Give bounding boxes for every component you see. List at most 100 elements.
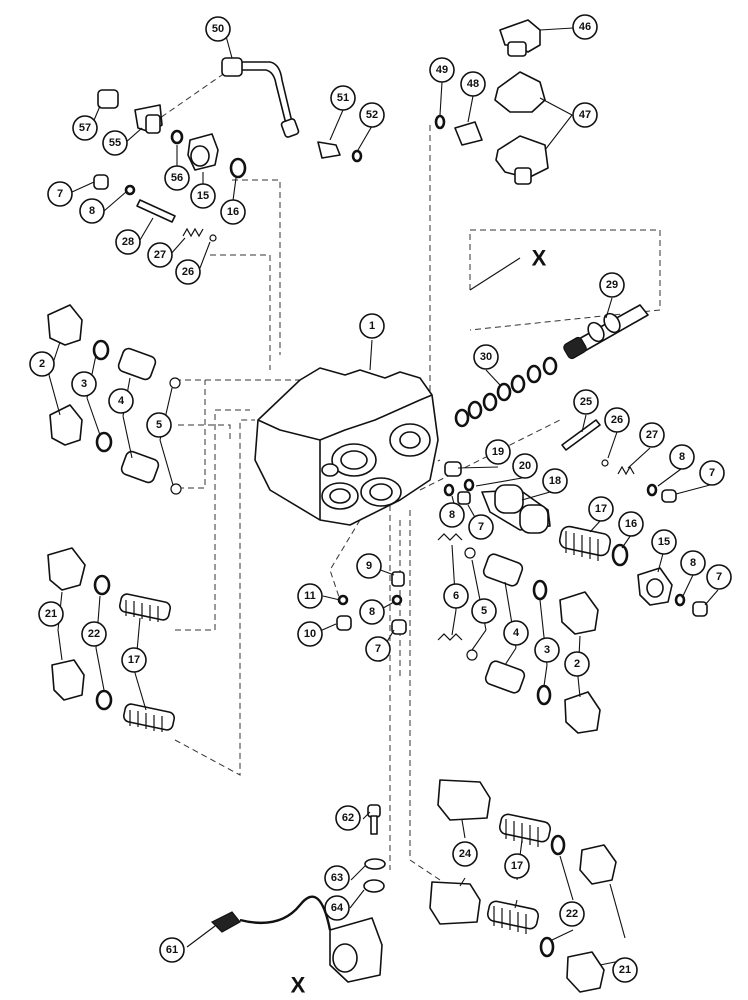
callout-circle xyxy=(599,272,625,298)
callout-circle xyxy=(164,165,190,191)
callout-21: 21 xyxy=(38,601,64,627)
oring-8-mid xyxy=(443,483,455,497)
callout-64: 64 xyxy=(324,895,350,921)
fitting-51 xyxy=(317,141,341,159)
callout-number: 55 xyxy=(109,137,121,149)
callout-47: 47 xyxy=(572,102,598,128)
callout-circle xyxy=(452,841,478,867)
callout-circle xyxy=(121,647,147,673)
callout-number: 30 xyxy=(480,351,492,363)
spring-17-left xyxy=(118,593,176,732)
callout-number: 9 xyxy=(366,560,372,572)
callout-8: 8 xyxy=(439,502,465,528)
sleeve-24 xyxy=(429,779,491,925)
callout-number: 27 xyxy=(154,249,166,261)
callout-2: 2 xyxy=(29,351,55,377)
callout-circle xyxy=(47,181,73,207)
x-marker-bottom: X xyxy=(291,973,306,998)
callout-number: 1 xyxy=(369,320,375,332)
callout-circle xyxy=(639,422,665,448)
callout-circle xyxy=(335,805,361,831)
callout-1: 1 xyxy=(359,313,385,339)
callout-number: 16 xyxy=(625,518,637,530)
oring-16-right xyxy=(611,543,629,567)
callout-circle xyxy=(699,460,725,486)
callout-56: 56 xyxy=(164,165,190,191)
callout-circle xyxy=(102,130,128,156)
callout-8: 8 xyxy=(669,444,695,470)
callout-63: 63 xyxy=(324,865,350,891)
callout-number: 63 xyxy=(331,872,343,884)
callout-circle xyxy=(471,598,497,624)
callout-number: 64 xyxy=(331,902,344,914)
oring-8-top xyxy=(124,184,136,196)
oring-8-center xyxy=(391,594,403,606)
callout-circle xyxy=(460,71,486,97)
callout-circle xyxy=(159,937,185,963)
callout-5: 5 xyxy=(146,412,172,438)
seal-rings-30 xyxy=(454,356,558,428)
callout-circle xyxy=(443,583,469,609)
callout-number: 7 xyxy=(57,188,63,200)
callout-7: 7 xyxy=(699,460,725,486)
callout-49: 49 xyxy=(429,57,455,83)
callout-24: 24 xyxy=(452,841,478,867)
callout-10: 10 xyxy=(297,621,323,647)
callout-circle xyxy=(324,895,350,921)
callout-3: 3 xyxy=(534,637,560,663)
callout-circle xyxy=(147,242,173,268)
callout-number: 5 xyxy=(481,605,487,617)
callout-circle xyxy=(542,468,568,494)
callout-2: 2 xyxy=(564,651,590,677)
callout-number: 17 xyxy=(595,503,607,515)
callout-circle xyxy=(359,599,385,625)
callout-circle xyxy=(604,407,630,433)
callout-circle xyxy=(115,229,141,255)
oring-56 xyxy=(170,129,184,145)
callout-circle xyxy=(473,344,499,370)
callout-number: 19 xyxy=(492,446,504,458)
callout-number: 26 xyxy=(182,266,194,278)
oring-22-bottom xyxy=(539,834,566,958)
callout-27: 27 xyxy=(147,242,173,268)
callout-number: 18 xyxy=(549,475,561,487)
dashed-connection-lines xyxy=(159,67,661,881)
plug-21-left xyxy=(47,547,86,701)
callout-number: 21 xyxy=(619,964,631,976)
callout-number: 29 xyxy=(606,279,618,291)
valve-4-left xyxy=(117,347,160,484)
callout-17: 17 xyxy=(588,496,614,522)
callout-57: 57 xyxy=(72,115,98,141)
callout-circle xyxy=(190,183,216,209)
callout-number: 11 xyxy=(304,590,316,602)
callout-16: 16 xyxy=(618,511,644,537)
callout-52: 52 xyxy=(359,102,385,128)
callout-circle xyxy=(573,389,599,415)
oring-20 xyxy=(463,478,475,492)
callout-circle xyxy=(485,439,511,465)
fitting-55 xyxy=(134,104,163,134)
oring-11 xyxy=(337,594,349,606)
callout-circle xyxy=(618,511,644,537)
callout-4: 4 xyxy=(503,620,529,646)
callout-number: 2 xyxy=(574,658,580,670)
oring-22-left xyxy=(93,574,113,711)
callout-number: 10 xyxy=(304,628,316,640)
callout-55: 55 xyxy=(102,130,128,156)
callout-16: 16 xyxy=(220,199,246,225)
callout-circle xyxy=(175,259,201,285)
callout-number: 7 xyxy=(478,521,484,533)
callout-circle xyxy=(706,564,732,590)
elbow-46 xyxy=(499,19,541,57)
oring-16-top xyxy=(229,157,247,179)
bolt-62 xyxy=(367,804,381,835)
plug-7-low xyxy=(692,601,708,617)
callout-27: 27 xyxy=(639,422,665,448)
callout-circle xyxy=(429,57,455,83)
spring-27-right xyxy=(617,465,635,476)
ball-26-right xyxy=(601,459,609,467)
callout-number: 56 xyxy=(171,172,183,184)
callout-number: 8 xyxy=(369,606,375,618)
plug-7-center xyxy=(391,619,407,635)
